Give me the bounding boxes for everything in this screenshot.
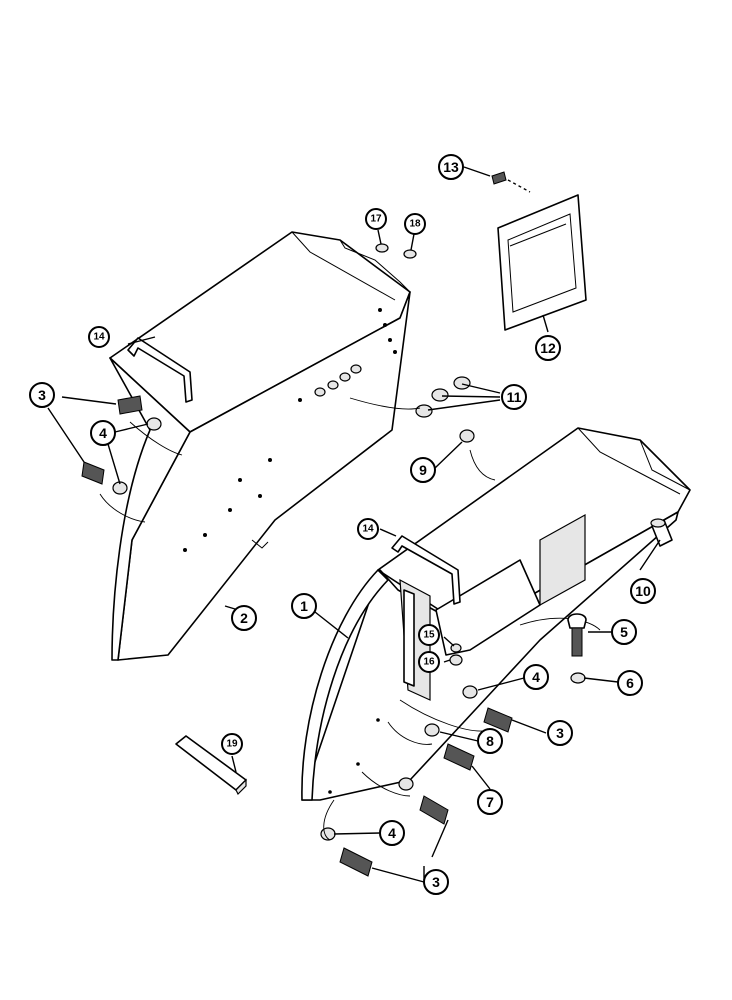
callout-11-label: 11 — [507, 389, 522, 405]
callout-14-right: 14 — [357, 518, 379, 540]
callout-3-bottom-label: 3 — [432, 874, 440, 890]
callout-2: 2 — [231, 605, 257, 631]
callout-1: 1 — [291, 593, 317, 619]
handle-left — [127, 337, 193, 403]
leader-lines — [47, 166, 661, 883]
callout-14-right-label: 14 — [362, 524, 374, 535]
callout-17: 17 — [365, 208, 387, 230]
callout-19-label: 19 — [226, 739, 238, 750]
washer-6 — [570, 672, 586, 684]
callout-3-left-label: 3 — [38, 387, 46, 403]
callout-4-left-label: 4 — [99, 425, 107, 441]
bushing-9 — [459, 429, 496, 481]
callout-13-label: 13 — [443, 159, 459, 175]
callout-4-left: 4 — [90, 420, 116, 446]
callout-4-right-label: 4 — [532, 669, 540, 685]
callout-5-label: 5 — [620, 624, 628, 640]
callout-3-bottom: 3 — [423, 869, 449, 895]
callout-4-right: 4 — [523, 664, 549, 690]
callout-6-label: 6 — [626, 675, 634, 691]
callout-10: 10 — [630, 578, 656, 604]
callout-16-label: 16 — [423, 657, 435, 668]
callout-7: 7 — [477, 789, 503, 815]
callout-12-label: 12 — [540, 340, 556, 356]
callout-3-right: 3 — [547, 720, 573, 746]
callout-18: 18 — [404, 213, 426, 235]
callout-4-bottom: 4 — [379, 820, 405, 846]
callout-9-label: 9 — [419, 462, 427, 478]
callout-8-label: 8 — [486, 733, 494, 749]
callout-4-bottom-label: 4 — [388, 825, 396, 841]
callout-15: 15 — [418, 624, 440, 646]
callout-7-label: 7 — [486, 794, 494, 810]
bolt-5 — [567, 613, 587, 657]
callout-9: 9 — [410, 457, 436, 483]
callout-10-label: 10 — [635, 583, 651, 599]
callout-14-left: 14 — [88, 326, 110, 348]
callout-19: 19 — [221, 733, 243, 755]
ring-18 — [403, 249, 417, 259]
ring-17 — [375, 243, 389, 253]
strip-19 — [175, 735, 247, 796]
handle-right — [391, 535, 461, 605]
callout-6: 6 — [617, 670, 643, 696]
callout-12: 12 — [535, 335, 561, 361]
callout-8: 8 — [477, 728, 503, 754]
callout-15-label: 15 — [423, 630, 435, 641]
callout-3-right-label: 3 — [556, 725, 564, 741]
spacer-10 — [650, 518, 673, 547]
callout-16: 16 — [418, 651, 440, 673]
bolts-right — [320, 685, 513, 877]
callout-11: 11 — [501, 384, 527, 410]
callout-3-left: 3 — [29, 382, 55, 408]
callout-2-label: 2 — [240, 610, 248, 626]
nut-16 — [449, 654, 463, 666]
decal-plate — [497, 194, 587, 331]
callout-13: 13 — [438, 154, 464, 180]
plugs-11 — [349, 376, 471, 418]
callout-17-label: 17 — [370, 214, 382, 225]
screw-13 — [491, 171, 531, 193]
callout-14-left-label: 14 — [93, 332, 105, 343]
callout-5: 5 — [611, 619, 637, 645]
callout-1-label: 1 — [300, 598, 308, 614]
callout-18-label: 18 — [409, 219, 421, 230]
bolts-left — [81, 395, 183, 523]
